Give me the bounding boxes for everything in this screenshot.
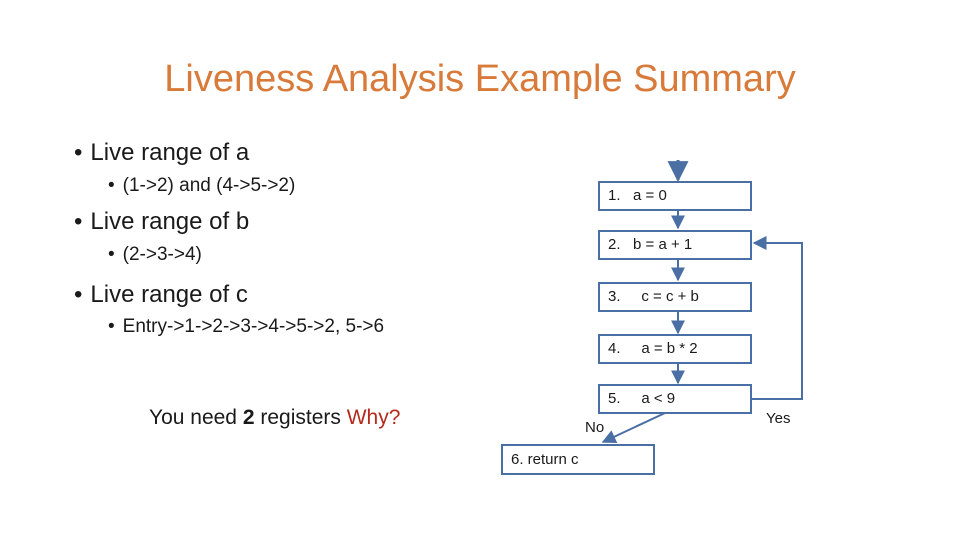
edge-label-yes: Yes	[766, 410, 791, 427]
bullet-live-range-c: • Live range of c	[74, 281, 248, 309]
bullet-text: Live range of c	[90, 281, 248, 308]
bullet-dot: •	[74, 139, 83, 166]
sub-bullet-c: • Entry->1->2->3->4->5->2, 5->6	[108, 316, 384, 338]
flow-node-2: 2. b = a + 1	[598, 230, 752, 260]
flow-node-1: 1. a = 0	[598, 181, 752, 211]
footnote-text-1: You need	[149, 406, 243, 429]
sub-bullet-text: Entry->1->2->3->4->5->2, 5->6	[122, 316, 385, 337]
sub-bullet-text: (2->3->4)	[122, 244, 202, 265]
registers-question: You need 2 registers Why?	[149, 406, 400, 430]
bullet-dot: •	[74, 281, 83, 308]
bullet-dot: •	[108, 316, 115, 337]
flow-node-3: 3. c = c + b	[598, 282, 752, 312]
footnote-why: Why?	[346, 406, 401, 429]
edge-label-no: No	[585, 419, 605, 436]
flow-node-5: 5. a < 9	[598, 384, 752, 414]
edge-5-6	[601, 412, 666, 444]
sub-bullet-a: • (1->2) and (4->5->2)	[108, 175, 295, 197]
bullet-dot: •	[74, 208, 83, 235]
sub-bullet-b: • (2->3->4)	[108, 244, 202, 266]
bullet-text: Live range of a	[90, 139, 250, 166]
bullet-dot: •	[108, 244, 115, 265]
footnote-count: 2	[242, 406, 255, 429]
flow-node-4: 4. a = b * 2	[598, 334, 752, 364]
footnote-text-2: registers	[254, 406, 347, 429]
bullet-live-range-b: • Live range of b	[74, 208, 249, 236]
slide-title: Liveness Analysis Example Summary	[164, 58, 796, 100]
bullet-text: Live range of b	[90, 208, 250, 235]
sub-bullet-text: (1->2) and (4->5->2)	[122, 175, 296, 196]
edge-5-2-back	[752, 236, 803, 400]
bullet-live-range-a: • Live range of a	[74, 139, 249, 167]
bullet-dot: •	[108, 175, 115, 196]
flow-node-6: 6. return c	[501, 444, 655, 475]
